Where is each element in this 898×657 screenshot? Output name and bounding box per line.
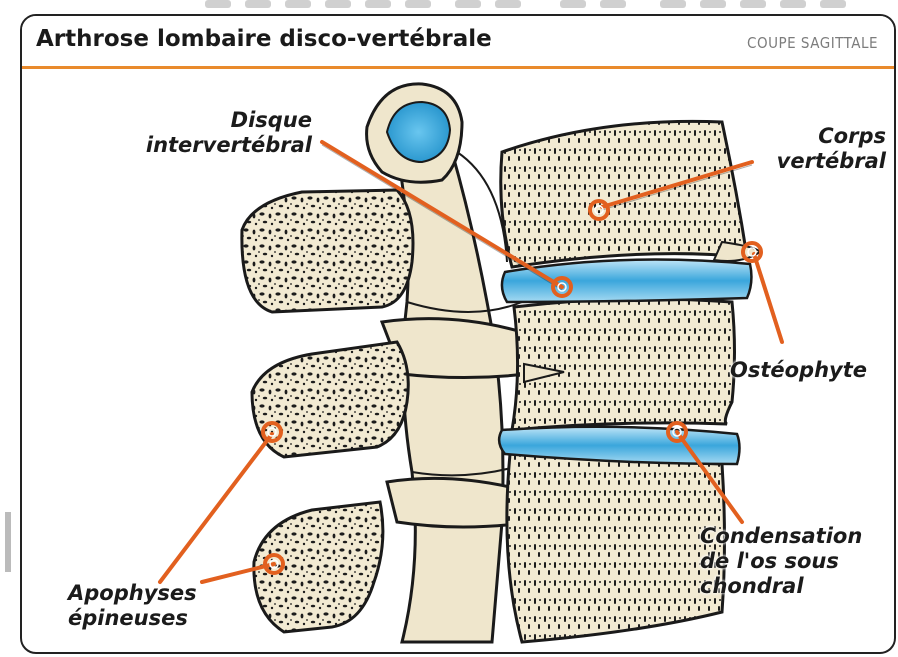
label-condensation-line1: Condensation — [700, 524, 862, 549]
label-apophyses-line2: épineuses — [68, 606, 197, 631]
label-disque-line2: intervertébral — [92, 133, 312, 158]
label-disque-line1: Disque — [92, 108, 312, 133]
label-condensation-line3: chondral — [700, 574, 862, 599]
label-corps-line2: vertébral — [742, 149, 886, 174]
vertebral-body-3 — [507, 454, 725, 642]
vertebral-body-1 — [501, 121, 747, 267]
spinous-process-3 — [254, 502, 383, 632]
left-edge-mark — [5, 512, 11, 572]
spinous-process-1 — [242, 190, 413, 312]
label-osteophyte-text: Ostéophyte — [730, 358, 867, 383]
intervertebral-disc-1 — [502, 260, 752, 303]
label-disque: Disque intervertébral — [92, 108, 312, 158]
label-apophyses-line1: Apophyses — [68, 581, 197, 606]
top-decoration — [0, 0, 898, 12]
label-osteophyte: Ostéophyte — [730, 358, 867, 383]
diagram-card: Arthrose lombaire disco-vertébrale COUPE… — [20, 14, 896, 654]
label-corps-line1: Corps — [742, 124, 886, 149]
label-condensation: Condensation de l'os sous chondral — [700, 524, 862, 599]
label-apophyses: Apophyses épineuses — [68, 581, 197, 631]
vertebral-body-2 — [512, 299, 735, 430]
label-condensation-line2: de l'os sous — [700, 549, 862, 574]
label-corps: Corps vertébral — [742, 124, 886, 174]
